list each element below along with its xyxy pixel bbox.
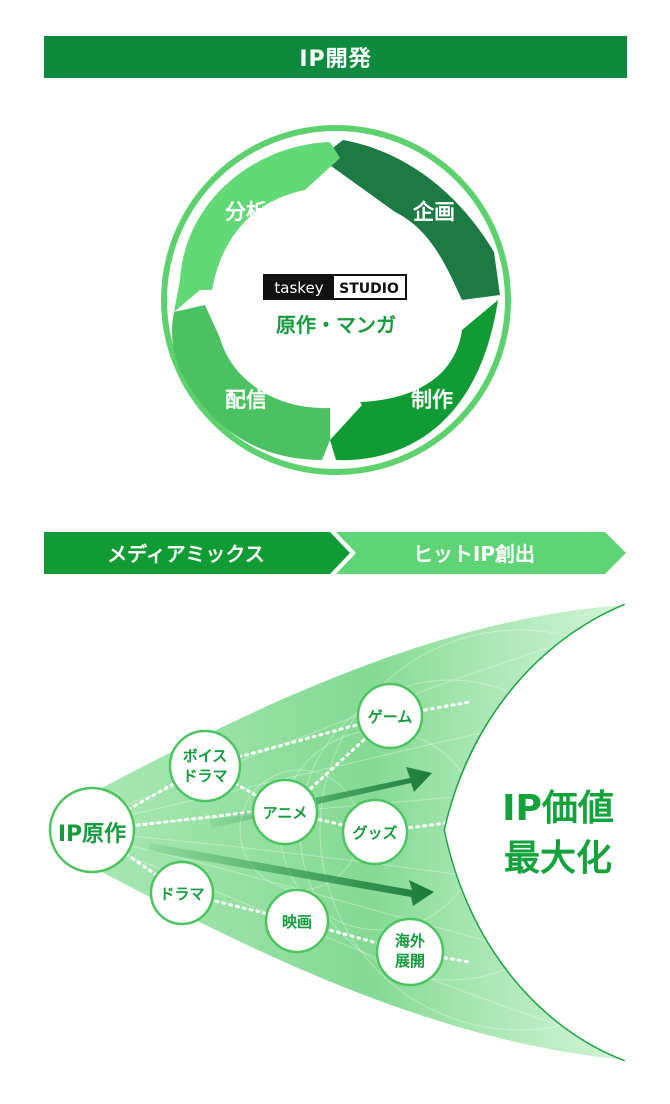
flow-bar: メディアミックス ヒットIP創出 bbox=[44, 532, 626, 574]
node-game-label: ゲーム bbox=[368, 708, 413, 726]
node-ip-source-label: IP原作 bbox=[58, 822, 126, 847]
node-movie-label: 映画 bbox=[282, 913, 312, 931]
cycle-diagram: taskey STUDIO 原作・マンガ 企画 制作 配信 分析 bbox=[161, 125, 511, 475]
node-voice-drama-label-1: ボイス bbox=[183, 747, 228, 765]
node-drama bbox=[149, 860, 215, 926]
cycle-label-analysis: 分析 bbox=[225, 200, 267, 224]
result-label-1: IP価値 bbox=[502, 788, 614, 829]
node-ip-source bbox=[48, 786, 136, 874]
node-game bbox=[356, 682, 424, 750]
ip-dev-title: IP開発 bbox=[299, 47, 372, 72]
arrow-lower bbox=[148, 843, 434, 906]
node-overseas bbox=[375, 917, 445, 987]
node-goods-label: グッズ bbox=[352, 824, 397, 842]
flow-step2-label: ヒットIP創出 bbox=[413, 542, 535, 566]
studio-logo-box bbox=[334, 276, 405, 298]
logo-taskey-text: taskey bbox=[274, 279, 323, 297]
node-anime bbox=[251, 778, 319, 846]
cycle-arrow-analysis bbox=[174, 142, 340, 312]
node-drama-label: ドラマ bbox=[159, 885, 204, 903]
cycle-arrow-delivery bbox=[172, 305, 330, 460]
cycle-arrow-plan bbox=[320, 140, 500, 300]
cycle-label-plan: 企画 bbox=[412, 200, 455, 224]
node-goods bbox=[341, 798, 409, 866]
logo-studio-text: STUDIO bbox=[339, 281, 399, 297]
media-mix-diagram: IP原作 ボイス ドラマ ドラマ アニメ 映画 ゲーム グッズ 海外 展開 IP… bbox=[48, 603, 670, 1062]
center-subtitle: 原作・マンガ bbox=[276, 313, 396, 337]
cycle-label-production: 制作 bbox=[411, 388, 453, 412]
node-anime-label: アニメ bbox=[263, 804, 308, 822]
node-movie bbox=[264, 888, 330, 954]
nodes bbox=[48, 682, 445, 987]
node-voice-drama bbox=[168, 729, 242, 803]
ip-dev-banner: IP開発 bbox=[44, 36, 627, 78]
flow-step-media-mix bbox=[44, 532, 350, 574]
cycle-arrow-production bbox=[330, 300, 498, 461]
flow-step-hit-ip bbox=[336, 532, 626, 574]
result-area bbox=[445, 605, 670, 1060]
node-overseas-label-1: 海外 bbox=[395, 932, 425, 950]
flow-step1-label: メディアミックス bbox=[107, 542, 265, 566]
node-voice-drama-label-2: ドラマ bbox=[182, 767, 227, 785]
cycle-center bbox=[252, 218, 420, 386]
result-label-2: 最大化 bbox=[504, 838, 612, 879]
cycle-label-delivery: 配信 bbox=[225, 388, 267, 412]
node-overseas-label-2: 展開 bbox=[395, 952, 425, 970]
